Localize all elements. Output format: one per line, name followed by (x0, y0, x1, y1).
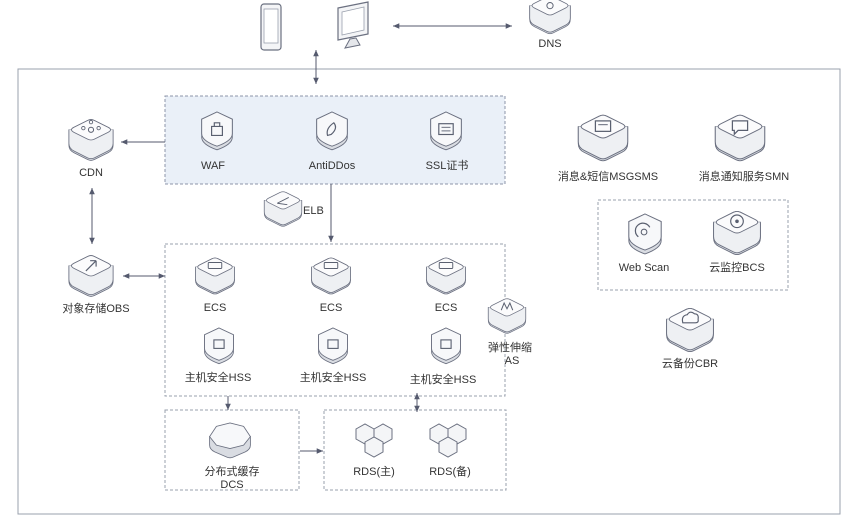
ecs-label-1: ECS (204, 302, 227, 314)
waf-icon (201, 111, 233, 151)
mobile-phone-icon (260, 3, 282, 51)
dcs-label-line1: 分布式缓存 (205, 464, 260, 478)
rds-group (323, 409, 507, 491)
main-frame (17, 68, 841, 515)
obs-label: 对象存储OBS (62, 301, 129, 315)
webscan-label: Web Scan (619, 262, 670, 274)
cbr-label: 云备份CBR (662, 356, 718, 370)
hss-icon-1 (204, 327, 234, 365)
dcs-label-line2: DCS (220, 479, 243, 491)
msgsms-label: 消息&短信MSGSMS (558, 169, 658, 183)
ecs-icon-3 (426, 257, 466, 295)
ssl-icon (430, 111, 462, 151)
smn-label: 消息通知服务SMN (699, 169, 789, 183)
antiddos-icon (316, 111, 348, 151)
hss-icon-3 (431, 327, 461, 365)
as-label-line1: 弹性伸缩 (488, 340, 532, 354)
desktop-monitor-icon (337, 1, 369, 49)
hss-label-1: 主机安全HSS (185, 370, 252, 384)
ecs-label-2: ECS (320, 302, 343, 314)
rds-main-icon (355, 423, 393, 458)
bcs-icon (713, 210, 761, 256)
rds-main-label: RDS(主) (353, 465, 395, 478)
cdn-icon (68, 119, 114, 161)
dcs-icon (209, 422, 251, 459)
bcs-label: 云监控BCS (709, 260, 765, 274)
elb-label: ELB (303, 205, 324, 217)
ecs-icon-2 (311, 257, 351, 295)
ecs-icon-1 (195, 257, 235, 295)
ssl-label: SSL证书 (426, 159, 469, 172)
ecs-label-3: ECS (435, 302, 458, 314)
antiddos-label: AntiDDos (309, 160, 356, 172)
hss-icon-2 (318, 327, 348, 365)
dns-label: DNS (538, 38, 561, 50)
dns-icon (529, 0, 571, 35)
webscan-icon (628, 213, 662, 255)
cdn-label: CDN (79, 167, 103, 179)
dcs-group (164, 409, 300, 491)
smn-icon (714, 114, 766, 162)
rds-backup-label: RDS(备) (429, 464, 471, 478)
waf-label: WAF (201, 160, 225, 172)
msgsms-icon (577, 114, 629, 162)
hss-label-3: 主机安全HSS (410, 372, 477, 386)
cbr-icon (666, 307, 714, 353)
as-icon (487, 298, 527, 334)
hss-label-2: 主机安全HSS (300, 370, 367, 384)
monitoring-group (597, 199, 789, 291)
elb-icon (263, 191, 303, 227)
rds-backup-icon (429, 423, 467, 458)
as-label-line2: AS (505, 355, 520, 367)
obs-icon (68, 255, 114, 297)
